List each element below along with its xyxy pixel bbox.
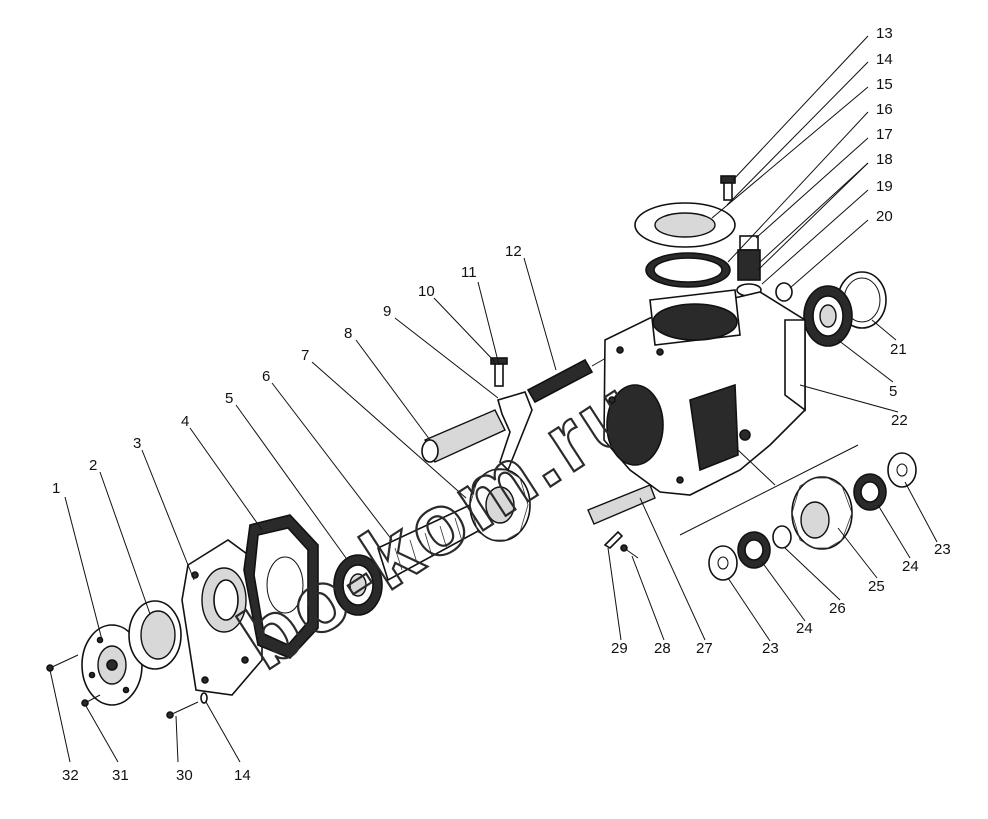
part-1-end-cover (81, 624, 143, 706)
part-30-bolt (166, 701, 199, 719)
callout-label: 27 (696, 640, 713, 657)
part-12-spring (526, 357, 607, 404)
callout-label: 26 (829, 600, 846, 617)
part-14-washer (200, 692, 208, 704)
callout-label: 7 (301, 347, 309, 364)
callout-label: 31 (112, 767, 129, 784)
callout-label: 1 (52, 480, 60, 497)
callout-label: 23 (762, 640, 779, 657)
callout-label: 5 (225, 390, 233, 407)
part-32-bolt (46, 654, 79, 672)
callout-label: 25 (868, 578, 885, 595)
part-23-washer-left (708, 545, 738, 581)
part-26-spacer (772, 525, 792, 549)
part-3-cover-plate (181, 539, 263, 696)
callout-label: 14 (234, 767, 251, 784)
part-24-needle-bearing-left (737, 531, 771, 569)
part-13-bolt (720, 175, 736, 201)
part-24-needle-bearing-right (853, 473, 887, 511)
callout-label: 20 (876, 208, 893, 225)
axis-line-housing (737, 449, 776, 486)
callout-label: 8 (344, 325, 352, 342)
callout-labels: 1 2 3 4 5 6 7 8 9 10 11 12 13 14 15 16 1… (52, 25, 951, 784)
part-15-top-cover (634, 202, 736, 248)
axis-line-gear-cluster (679, 444, 859, 536)
callout-label: 2 (89, 457, 97, 474)
callout-label: 18 (876, 151, 893, 168)
callout-label: 19 (876, 178, 893, 195)
callout-label: 29 (611, 640, 628, 657)
callout-label: 13 (876, 25, 893, 42)
callout-label: 30 (176, 767, 193, 784)
callout-label: 12 (505, 243, 522, 260)
callout-label: 22 (891, 412, 908, 429)
callout-label: 3 (133, 435, 141, 452)
callout-label: 24 (902, 558, 919, 575)
callout-label: 4 (181, 413, 189, 430)
part-20-washer (775, 282, 793, 302)
part-17-19-breather (736, 235, 762, 297)
leader-lines (49, 35, 938, 763)
callout-label: 24 (796, 620, 813, 637)
part-7-gear (469, 468, 531, 542)
callout-label: 15 (876, 76, 893, 93)
callout-label: 32 (62, 767, 79, 784)
callout-label: 28 (654, 640, 671, 657)
part-22-housing (603, 289, 806, 496)
callout-label: 10 (418, 283, 435, 300)
part-2-seal-cap (128, 600, 182, 670)
part-31-bolt (81, 694, 101, 707)
part-27-pin (587, 484, 656, 525)
part-10-11-bolt (490, 357, 508, 387)
part-8-sleeve (421, 409, 506, 463)
part-5-bearing-right (803, 285, 853, 347)
callout-label: 23 (934, 541, 951, 558)
part-23-washer-right (887, 452, 917, 488)
part-16-gasket-top (645, 252, 731, 288)
part-29-cotter (603, 530, 624, 550)
part-4-gasket (243, 514, 319, 659)
callout-label: 5 (889, 383, 897, 400)
part-9-fork (497, 391, 533, 472)
callout-label: 21 (890, 341, 907, 358)
callout-label: 16 (876, 101, 893, 118)
callout-label: 11 (461, 264, 477, 281)
part-5-bearing-left (333, 554, 383, 616)
callout-label: 17 (876, 126, 893, 143)
part-25-gear (791, 476, 853, 550)
callout-label: 14 (876, 51, 893, 68)
part-28-pin (620, 544, 639, 559)
callout-label: 6 (262, 368, 270, 385)
callout-label: 9 (383, 303, 391, 320)
